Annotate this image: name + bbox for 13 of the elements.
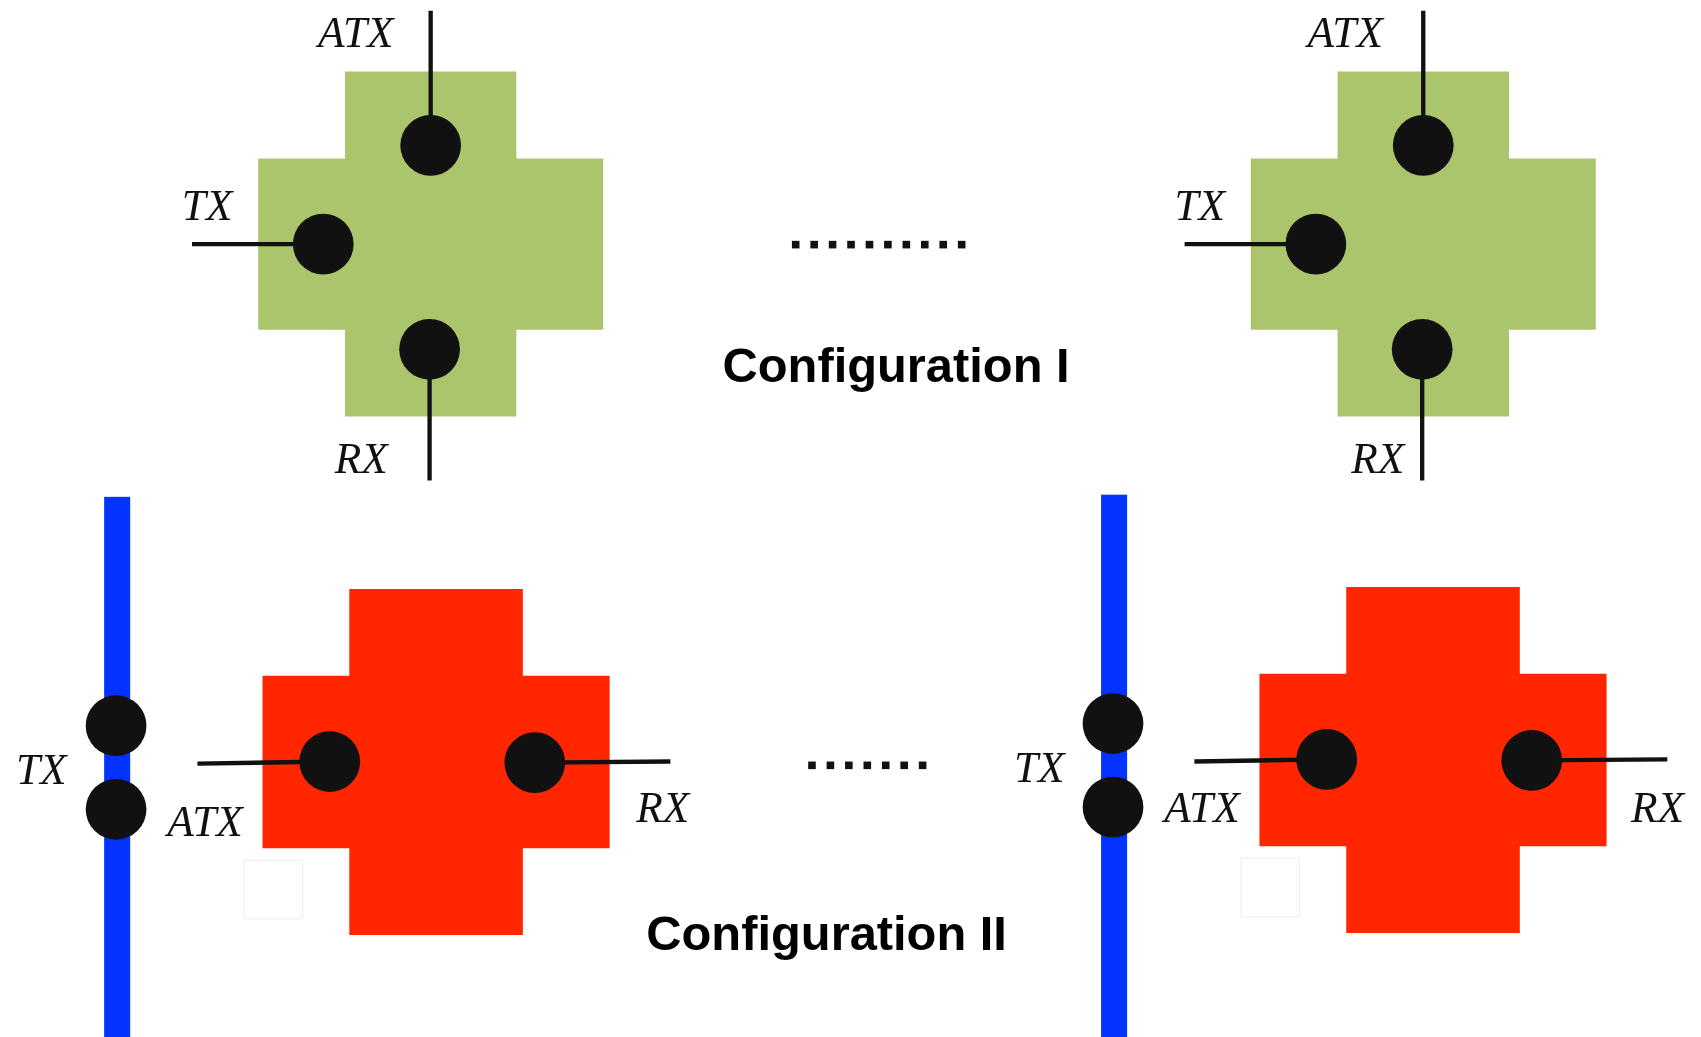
configuration-heading: Configuration I: [722, 341, 1070, 390]
port-label: RX: [1351, 437, 1405, 481]
port-label: RX: [636, 786, 690, 830]
port-label: TX: [15, 748, 67, 792]
configuration-heading: Configuration II: [646, 908, 1007, 958]
port-label: TX: [1174, 184, 1226, 228]
port-label: ATX: [1307, 10, 1383, 55]
port-label: RX: [1631, 786, 1685, 830]
port-label: ATX: [1164, 786, 1240, 830]
port-label: TX: [181, 184, 233, 228]
port-label: ATX: [167, 800, 243, 844]
port-label: RX: [334, 437, 388, 481]
port-label: TX: [1013, 746, 1065, 790]
